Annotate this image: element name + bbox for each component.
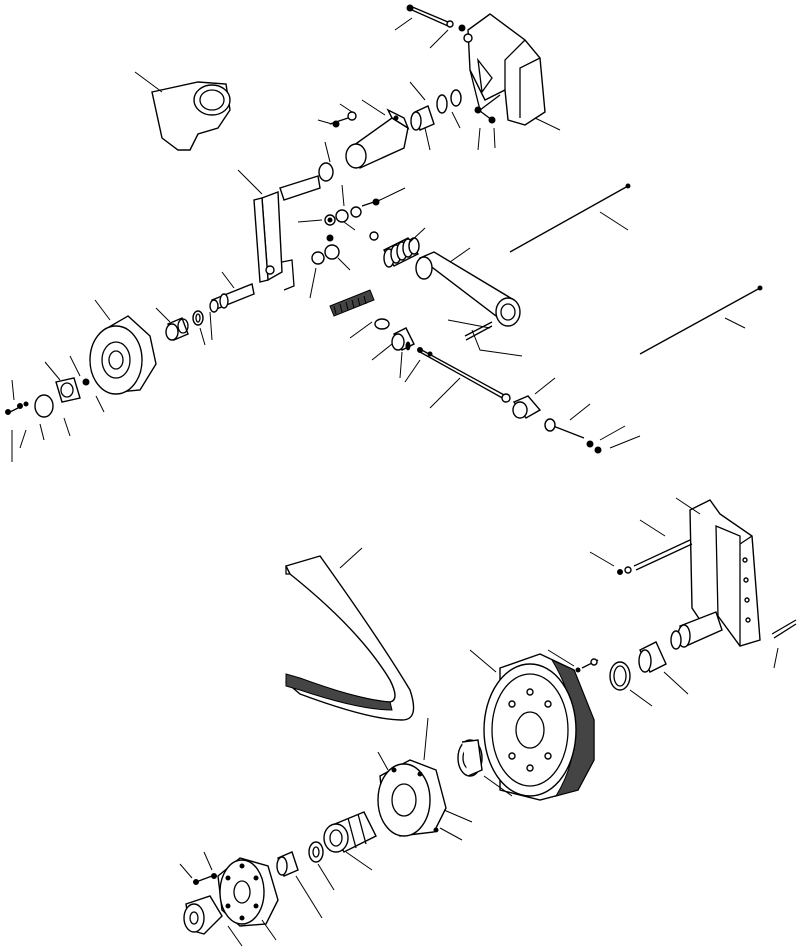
vibration-damper-coupling (323, 811, 377, 871)
drive-belt (284, 547, 415, 721)
mounting-bracket (463, 13, 546, 126)
damper-pin (447, 319, 523, 357)
bracket-side-bolt (771, 619, 797, 669)
adjusting-rod (404, 347, 507, 409)
seal-ring (609, 661, 653, 707)
rod-end-block (501, 377, 556, 419)
end-cap-flange (217, 857, 279, 941)
tension-spring (382, 227, 426, 268)
air-intake-elbow (134, 71, 231, 151)
end-cap-bolts (179, 851, 217, 885)
cone-bolt (317, 103, 357, 128)
adjusting-sleeve (371, 327, 415, 379)
spacers-top (409, 81, 462, 151)
tie-rod-lower (639, 285, 763, 355)
arm-washers (297, 184, 406, 299)
washer (308, 841, 335, 891)
nut (276, 851, 323, 919)
engine-bracket (675, 497, 761, 647)
hub (377, 717, 473, 841)
pivot-shaft (279, 141, 334, 201)
tie-rod-upper (509, 183, 631, 253)
pulley-bearing (155, 307, 189, 341)
bracket-shaft (670, 611, 723, 650)
shaft-bushing (638, 641, 689, 695)
threaded-rod (329, 289, 390, 339)
snap-ring (192, 310, 206, 346)
top-bolt (394, 4, 466, 49)
bracket-bolt (589, 519, 693, 575)
flange-ring (457, 739, 513, 797)
tensioner-cone (345, 99, 410, 169)
pulley-shaft (209, 271, 255, 341)
idler-pulley (89, 299, 157, 395)
tensioner-arm (237, 169, 295, 291)
pulley-cap (34, 355, 90, 418)
adapter (183, 895, 243, 947)
damper-tube (415, 247, 521, 327)
bracket-bolts (474, 106, 561, 151)
rod-end-bolt (544, 403, 641, 454)
cap-bolts (5, 379, 105, 462)
crankshaft-pulley (469, 649, 595, 801)
